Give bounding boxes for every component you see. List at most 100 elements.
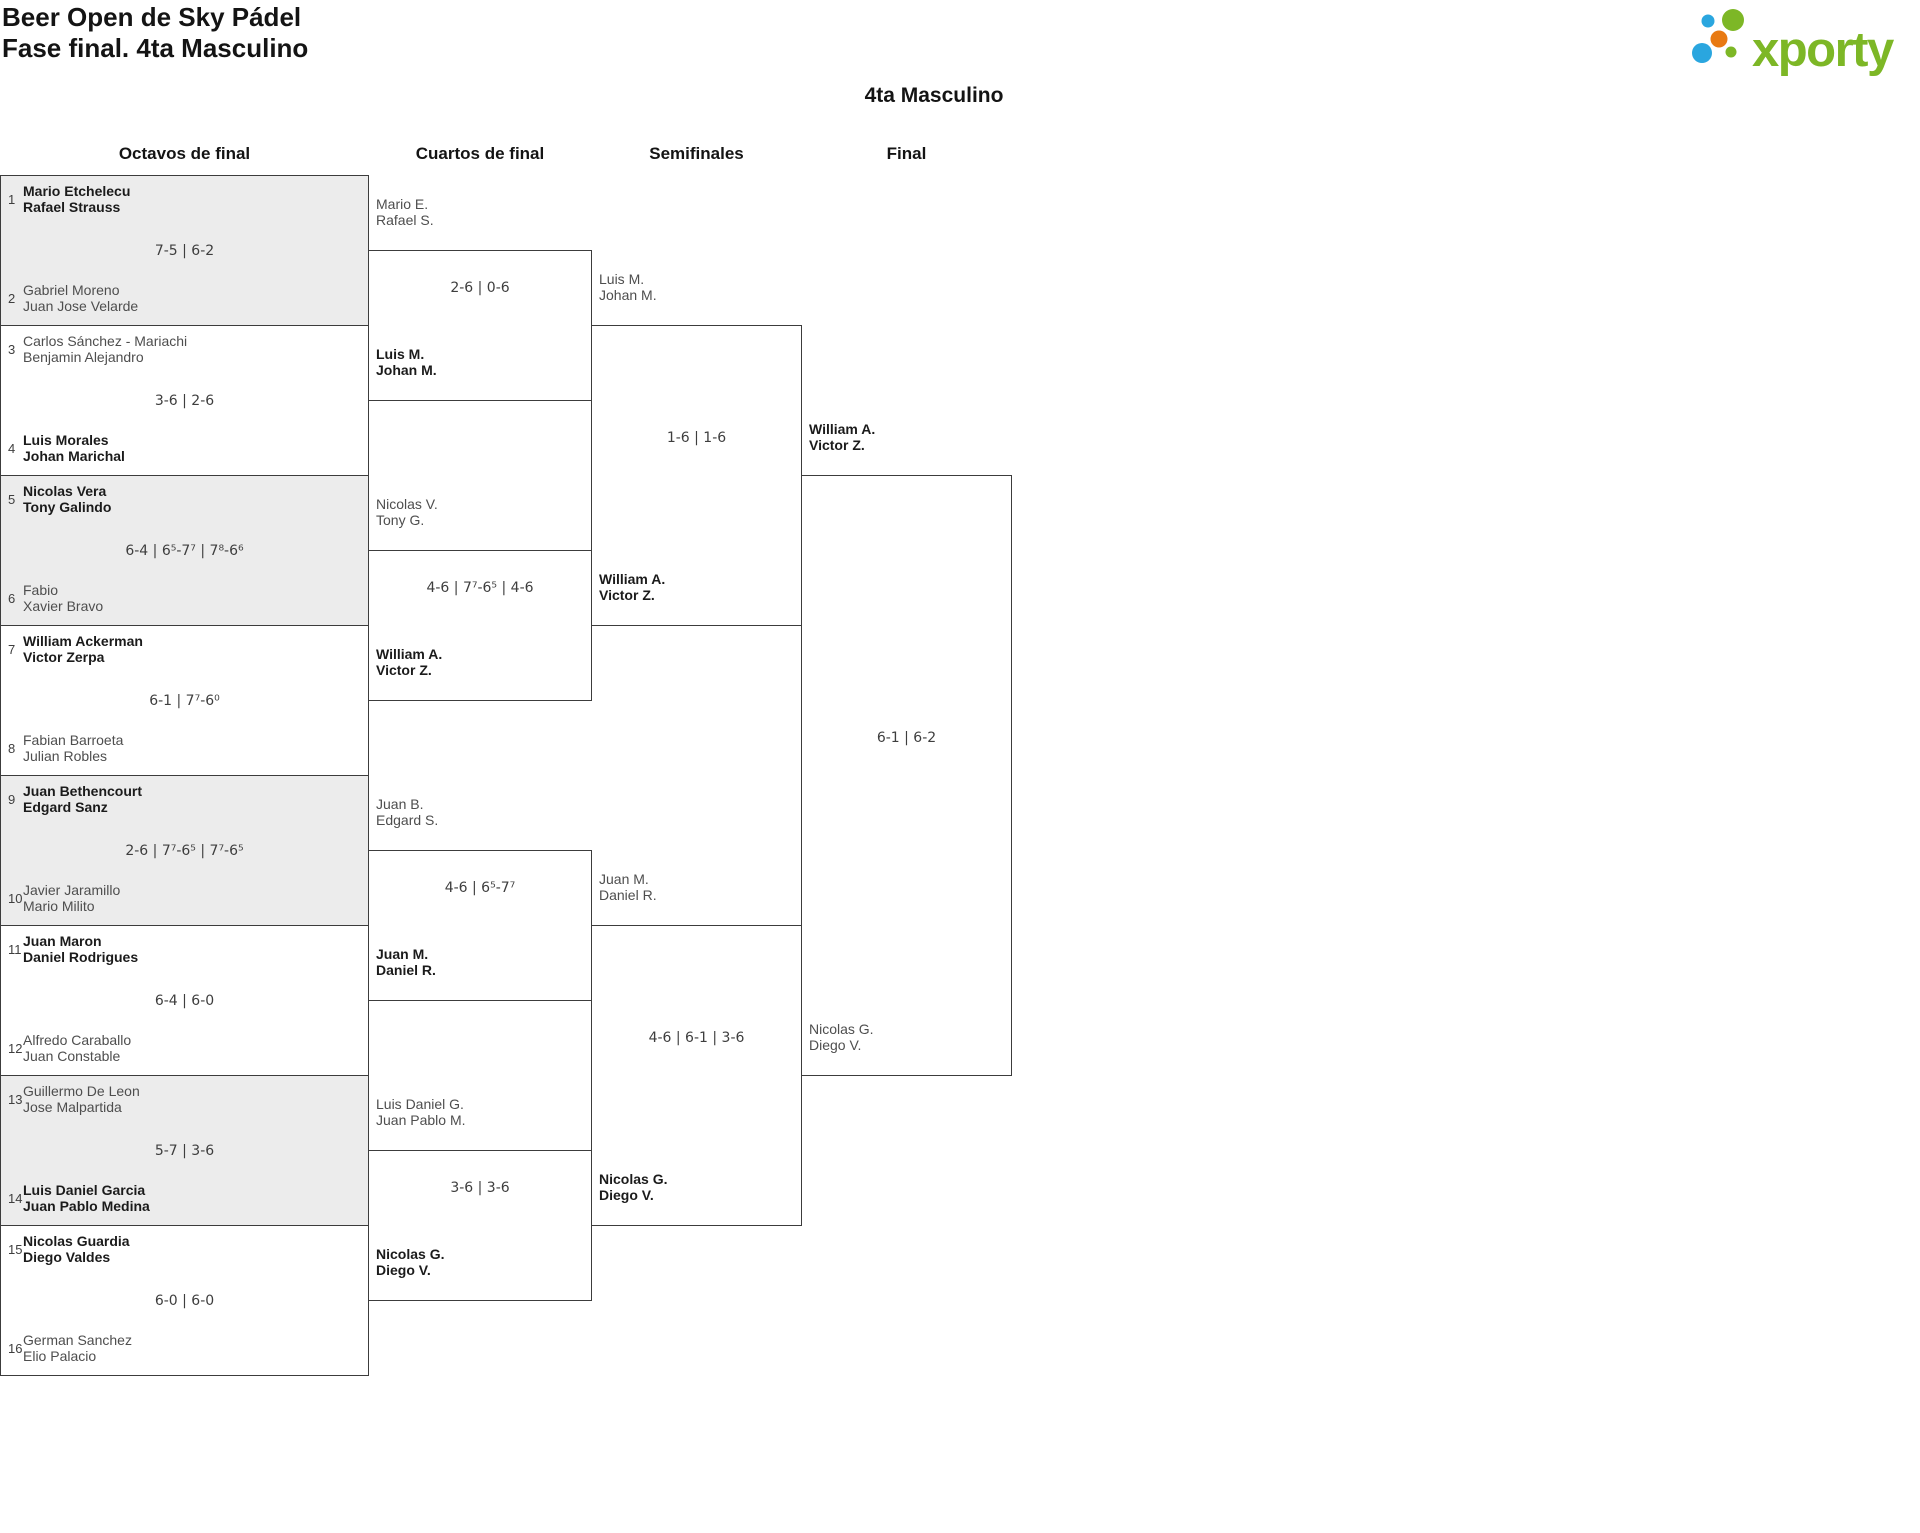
page-title: Beer Open de Sky Pádel Fase final. 4ta M… — [2, 2, 308, 64]
logo-dot-blue-small-icon — [1701, 14, 1715, 28]
player-name: Edgard S. — [376, 811, 439, 828]
seed-number: 16 — [8, 1341, 23, 1356]
player-name: Juan Pablo M. — [376, 1111, 466, 1128]
player-name: Juan Pablo Medina — [23, 1197, 150, 1214]
player-name: Diego Valdes — [23, 1248, 111, 1265]
player-name: Johan Marichal — [23, 447, 125, 464]
player-name: Edgard Sanz — [23, 798, 108, 815]
player-name: Nicolas G. — [809, 1021, 874, 1037]
seed-number: 14 — [8, 1191, 23, 1206]
player-name: Carlos Sánchez - Mariachi — [23, 333, 188, 349]
seed-number: 11 — [8, 942, 22, 957]
match-score: 4-6 | 6-1 | 3-6 — [648, 1030, 745, 1046]
player-name: Rafael Strauss — [23, 198, 121, 215]
player-name: Fabian Barroeta — [23, 732, 124, 748]
match-score: 4-6 | 7⁷-6⁵ | 4-6 — [426, 580, 534, 596]
match-score: 5-7 | 3-6 — [154, 1143, 215, 1159]
player-name: Fabio — [23, 582, 59, 598]
advancing-team-top: Luis Daniel G.Juan Pablo M. — [376, 1096, 466, 1128]
advancing-team-top: Nicolas V.Tony G. — [376, 496, 438, 528]
seed-number: 3 — [8, 342, 16, 357]
match-box-r2-m1 — [368, 250, 592, 401]
player-name: Daniel R. — [599, 886, 657, 903]
player-name: Nicolas G. — [376, 1246, 445, 1262]
advancing-team-bottom: Nicolas G.Diego V. — [809, 1021, 874, 1053]
player-name: Luis Daniel Garcia — [23, 1182, 146, 1198]
advancing-team-top: William A.Victor Z. — [809, 421, 875, 453]
player-name: Guillermo De Leon — [23, 1083, 140, 1099]
advancing-team-top: Mario E.Rafael S. — [376, 196, 434, 228]
logo-dot-green-big-icon — [1722, 9, 1744, 31]
match-score: 6-4 | 6⁵-7⁷ | 7⁸-6⁶ — [125, 543, 244, 559]
advancing-team-bottom: Nicolas G.Diego V. — [376, 1246, 445, 1278]
player-name: Jose Malpartida — [23, 1098, 122, 1115]
match-score: 6-1 | 6-2 — [876, 730, 937, 746]
match-box-r2-m4 — [368, 1150, 592, 1301]
advancing-team-top: Juan B.Edgard S. — [376, 796, 439, 828]
logo-dot-blue-big-icon — [1692, 43, 1712, 63]
player-name: Juan M. — [376, 946, 429, 962]
advancing-team-top: Juan M.Daniel R. — [599, 871, 657, 903]
player-name: Daniel Rodrigues — [23, 948, 139, 965]
player-name: Mario Etchelecu — [23, 183, 131, 199]
player-name: Gabriel Moreno — [23, 282, 120, 298]
player-name: William Ackerman — [23, 633, 143, 649]
player-name: Victor Z. — [376, 661, 432, 678]
logo-dot-orange-icon — [1710, 30, 1728, 48]
match-score: 6-0 | 6-0 — [154, 1293, 215, 1309]
player-name: Tony Galindo — [23, 498, 112, 515]
player-name: Victor Z. — [599, 586, 655, 603]
player-name: Juan M. — [599, 871, 649, 887]
seed-number: 6 — [8, 591, 16, 606]
player-name: Juan Maron — [23, 933, 102, 949]
seed-number: 8 — [8, 741, 16, 756]
category-subtitle: 4ta Masculino — [864, 84, 1004, 107]
player-name: Rafael S. — [376, 211, 434, 228]
player-name: Johan M. — [599, 286, 657, 303]
player-name: Luis Daniel G. — [376, 1096, 464, 1112]
player-name: Juan Jose Velarde — [23, 297, 139, 314]
player-name: Diego V. — [376, 1261, 431, 1278]
advancing-team-bottom: William A.Victor Z. — [376, 646, 443, 678]
tournament-name: Beer Open de Sky Pádel — [2, 2, 302, 32]
seed-number: 7 — [8, 642, 16, 657]
match-box-r2-m3 — [368, 850, 592, 1001]
player-name: Nicolas Vera — [23, 483, 107, 499]
player-name: Mario Milito — [23, 897, 95, 914]
advancing-team-bottom: Juan M.Daniel R. — [376, 946, 436, 978]
player-name: Luis Morales — [23, 432, 109, 448]
player-name: William A. — [599, 571, 666, 587]
seed-number: 9 — [8, 792, 16, 807]
seed-number: 1 — [8, 192, 16, 207]
match-score: 7-5 | 6-2 — [154, 243, 215, 259]
player-name: Tony G. — [376, 511, 425, 528]
seed-number: 4 — [8, 441, 16, 456]
round-header-4: Final — [886, 144, 927, 163]
player-name: Nicolas V. — [376, 496, 438, 512]
player-name: Julian Robles — [23, 747, 108, 764]
player-name: Nicolas Guardia — [23, 1233, 130, 1249]
player-name: Diego V. — [599, 1186, 654, 1203]
seed-number: 15 — [8, 1242, 23, 1257]
player-name: William A. — [376, 646, 443, 662]
match-score: 3-6 | 3-6 — [450, 1180, 510, 1196]
player-name: Alfredo Caraballo — [23, 1032, 132, 1048]
